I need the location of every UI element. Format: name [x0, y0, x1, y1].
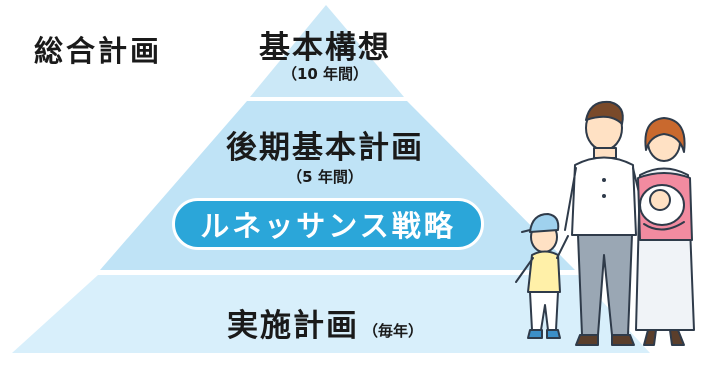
- father-figure: [564, 100, 647, 346]
- tier-2-subtitle: （5 年間）: [287, 168, 363, 186]
- tier-3-subtitle: （毎年）: [362, 322, 423, 340]
- tier-2-title: 後期基本計画: [226, 130, 424, 166]
- strategy-badge: ルネッサンス戦略: [172, 198, 484, 250]
- tier-3-title: 実施計画: [226, 308, 359, 344]
- tier-3-heading: 実施計画（毎年）: [0, 300, 650, 345]
- tier-1-subtitle: （10 年間）: [281, 65, 369, 83]
- pyramid-tier-top: [250, 5, 404, 97]
- pyramid-tier-bottom: [12, 275, 650, 353]
- child-figure: [515, 213, 569, 339]
- mother-figure: [635, 117, 695, 346]
- tier-1-title: 基本構想: [259, 30, 391, 66]
- overall-plan-label: 総合計画: [34, 34, 163, 68]
- strategy-label: ルネッサンス戦略: [200, 209, 456, 243]
- family-illustration: [515, 100, 695, 346]
